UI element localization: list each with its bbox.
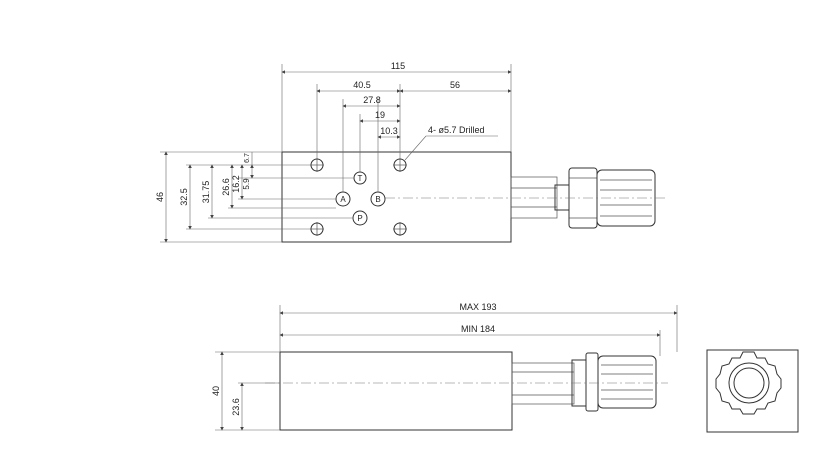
dim-5-9: 5.9 bbox=[242, 178, 251, 190]
end-view-body bbox=[706, 349, 799, 433]
dim-40-5: 40.5 bbox=[353, 80, 371, 90]
dim-16-2: 16.2 bbox=[231, 175, 241, 193]
dim-31-75: 31.75 bbox=[201, 181, 211, 204]
dim-min-184: MIN 184 bbox=[461, 324, 495, 334]
valve-body-side bbox=[279, 351, 513, 431]
port-t-label: T bbox=[358, 174, 363, 183]
dim-6-7: 6.7 bbox=[244, 153, 251, 163]
knob-end-bore bbox=[733, 367, 765, 399]
adjusting-stem-top bbox=[510, 176, 558, 219]
dim-23-6: 23.6 bbox=[231, 398, 241, 416]
port-b-label: B bbox=[375, 195, 380, 204]
knob-end-ring bbox=[728, 362, 770, 404]
dim-19: 19 bbox=[375, 110, 385, 120]
top-view: T A B P 115 40.5 56 27.8 bbox=[155, 61, 668, 243]
port-a: A bbox=[335, 191, 351, 207]
dim-56: 56 bbox=[450, 80, 460, 90]
port-a-label: A bbox=[340, 195, 346, 204]
side-view: MAX 193 MIN 184 40 23.6 bbox=[211, 302, 678, 431]
dim-10-3: 10.3 bbox=[380, 126, 398, 136]
port-b: B bbox=[370, 191, 386, 207]
dim-max-193: MAX 193 bbox=[459, 302, 496, 312]
adjusting-knob-side bbox=[585, 352, 657, 412]
dim-26-6: 26.6 bbox=[221, 178, 231, 196]
valve-body-top bbox=[281, 151, 512, 243]
port-p: P bbox=[352, 210, 368, 226]
dim-32-5: 32.5 bbox=[179, 188, 189, 206]
adjusting-stem-side bbox=[511, 362, 575, 405]
port-p-label: P bbox=[357, 214, 362, 223]
port-t: T bbox=[353, 171, 367, 185]
mounting-holes bbox=[310, 158, 407, 236]
end-view bbox=[706, 349, 799, 433]
dim-115: 115 bbox=[391, 61, 405, 71]
knob-end-profile bbox=[715, 351, 782, 415]
dim-27-8: 27.8 bbox=[363, 95, 381, 105]
dim-40: 40 bbox=[211, 386, 221, 396]
hole-note: 4- ø5.7 Drilled bbox=[428, 125, 485, 135]
dim-46: 46 bbox=[155, 192, 165, 202]
